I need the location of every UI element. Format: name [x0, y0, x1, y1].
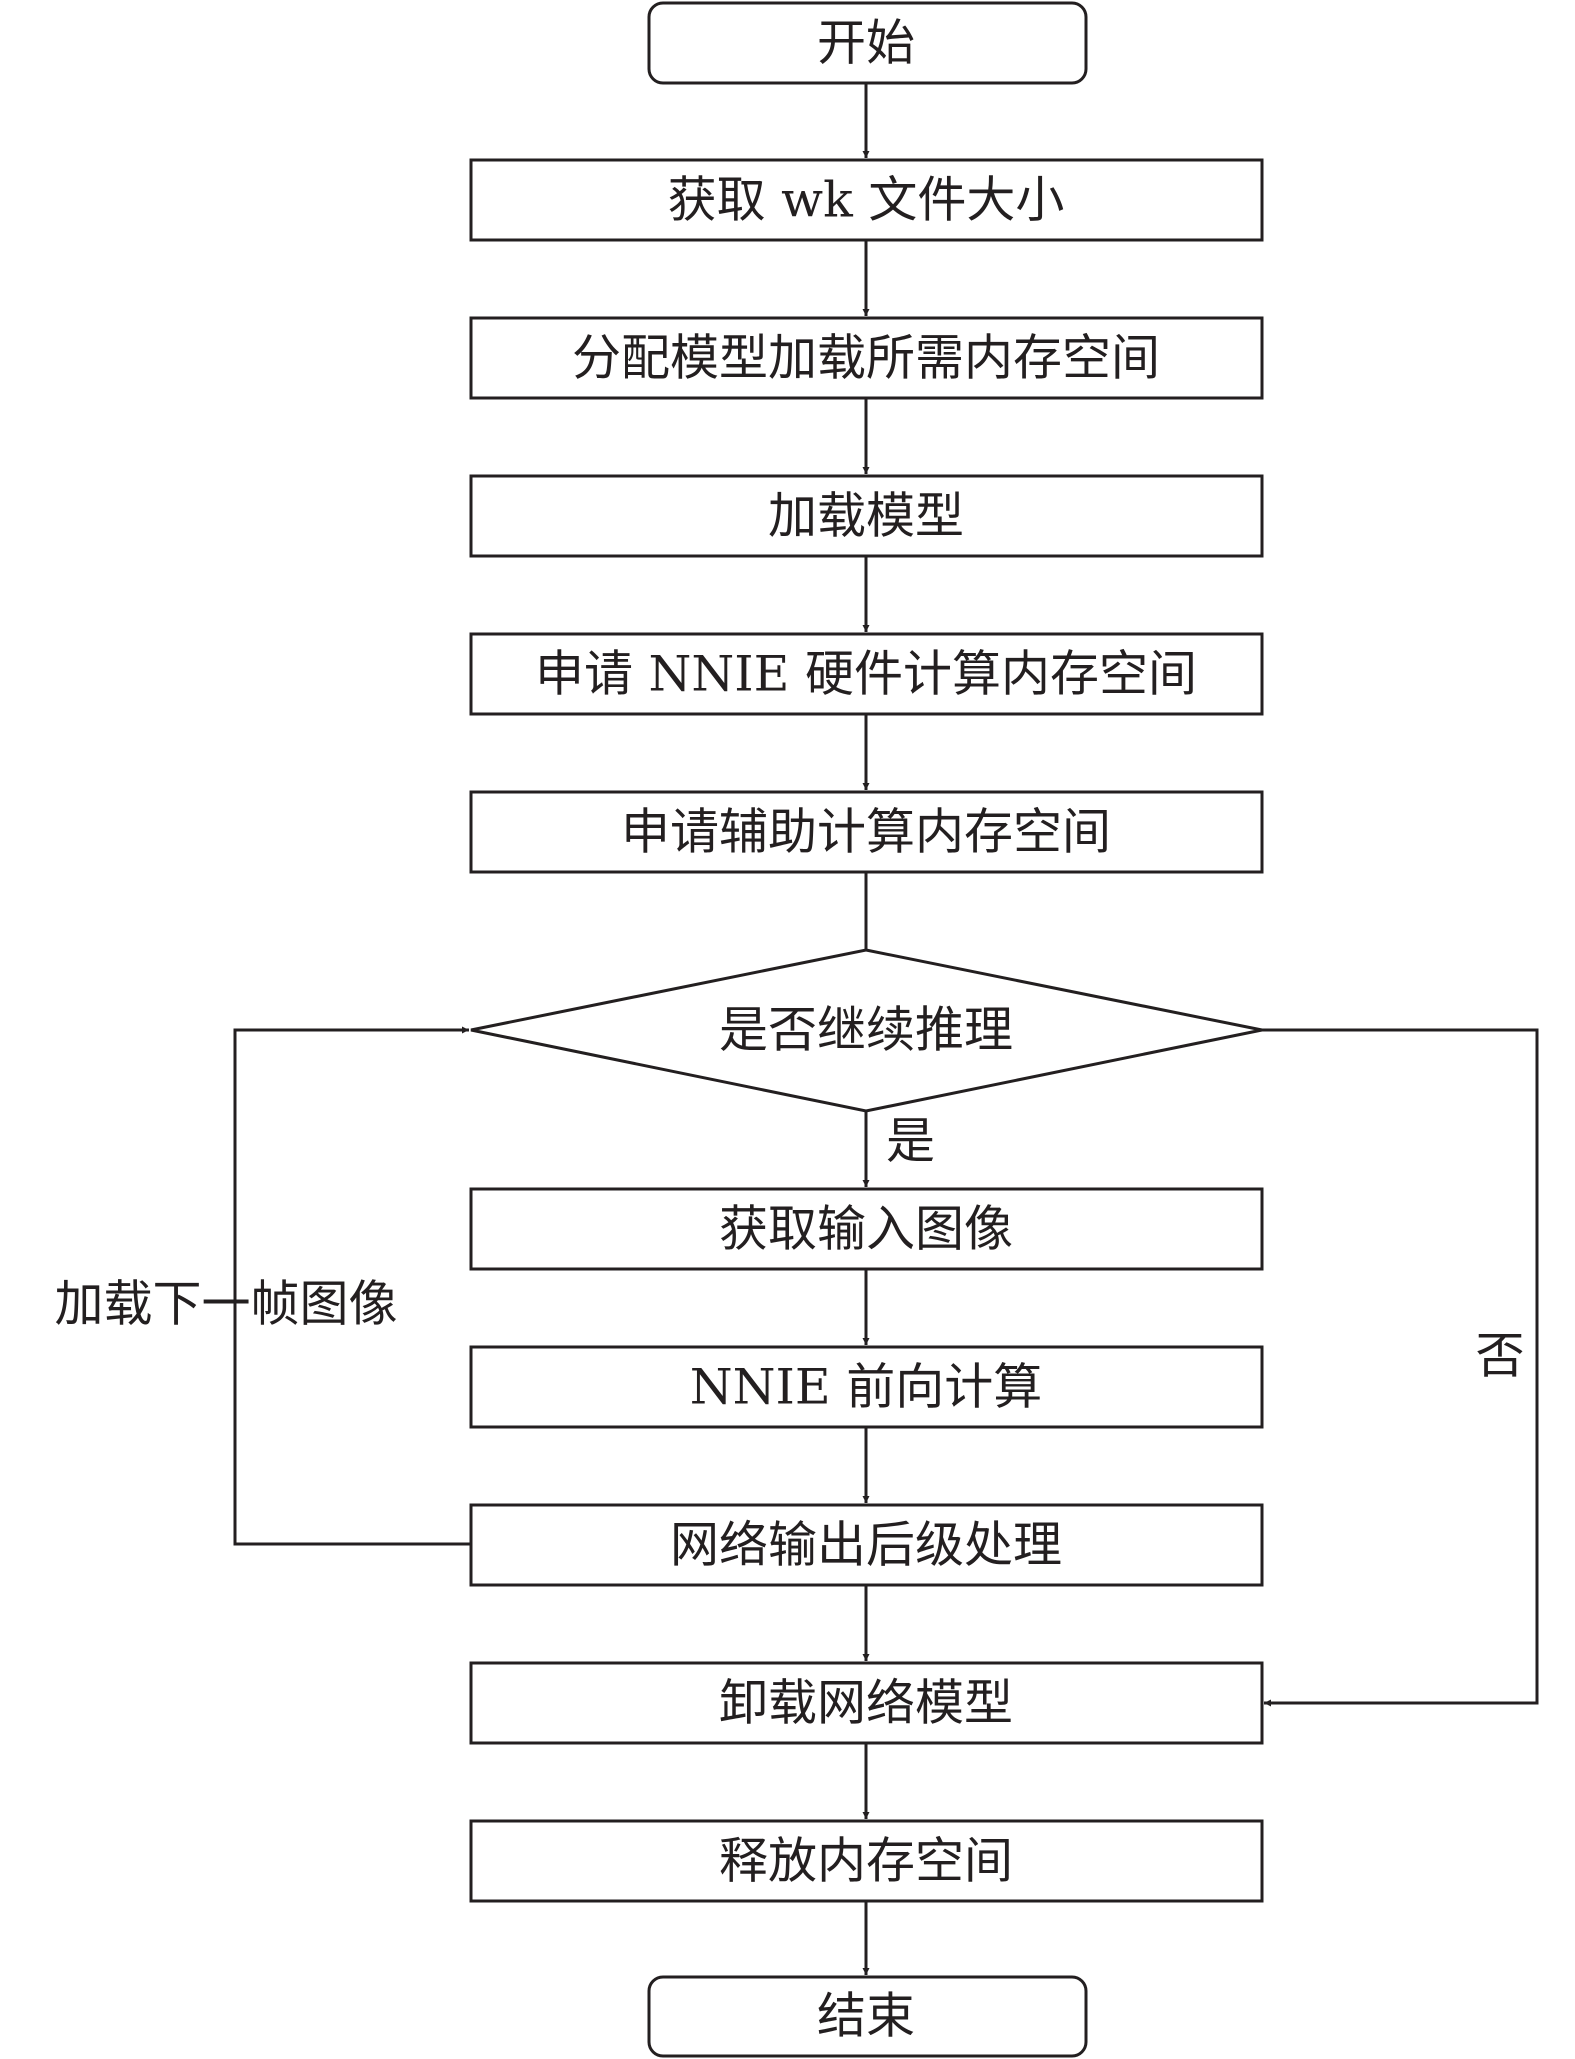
loop-edge-label: 加载下一帧图像: [54, 1276, 397, 1333]
load-model-box: [469, 474, 1264, 558]
edge-loop-next-frame: [233, 1026, 471, 1546]
post-process-label: 网络输出后级处理: [670, 1517, 1062, 1574]
unload-model-box: [469, 1661, 1264, 1745]
start-label: 开始: [817, 15, 915, 72]
request-nnie-memory-label: 申请 NNIE 硬件计算内存空间: [535, 646, 1197, 703]
get-input-image-box: [469, 1187, 1264, 1271]
request-aux-memory-label: 申请辅助计算内存空间: [621, 804, 1111, 861]
no-edge-label: 否: [1475, 1328, 1524, 1385]
nnie-forward-box: [469, 1345, 1264, 1429]
nnie-forward-label: NNIE 前向计算: [690, 1359, 1042, 1416]
edge-decision-no-to-unload: [1262, 1028, 1539, 1707]
release-memory-label: 释放内存空间: [719, 1833, 1013, 1890]
load-model-label: 加载模型: [768, 488, 964, 545]
get-input-image-label: 获取输入图像: [719, 1201, 1013, 1258]
get-wk-size-box: [469, 158, 1264, 242]
end-label: 结束: [817, 1988, 915, 2045]
continue-decision-label: 是否继续推理: [719, 1002, 1013, 1059]
get-wk-size-label: 获取 wk 文件大小: [668, 172, 1065, 229]
post-process-box: [469, 1503, 1264, 1587]
alloc-model-memory-box: [469, 316, 1264, 400]
end-terminal: [647, 1975, 1088, 2058]
yes-edge-label: 是: [886, 1113, 935, 1170]
unload-model-label: 卸载网络模型: [719, 1675, 1013, 1732]
release-memory-box: [469, 1819, 1264, 1903]
alloc-model-memory-label: 分配模型加载所需内存空间: [572, 330, 1160, 387]
